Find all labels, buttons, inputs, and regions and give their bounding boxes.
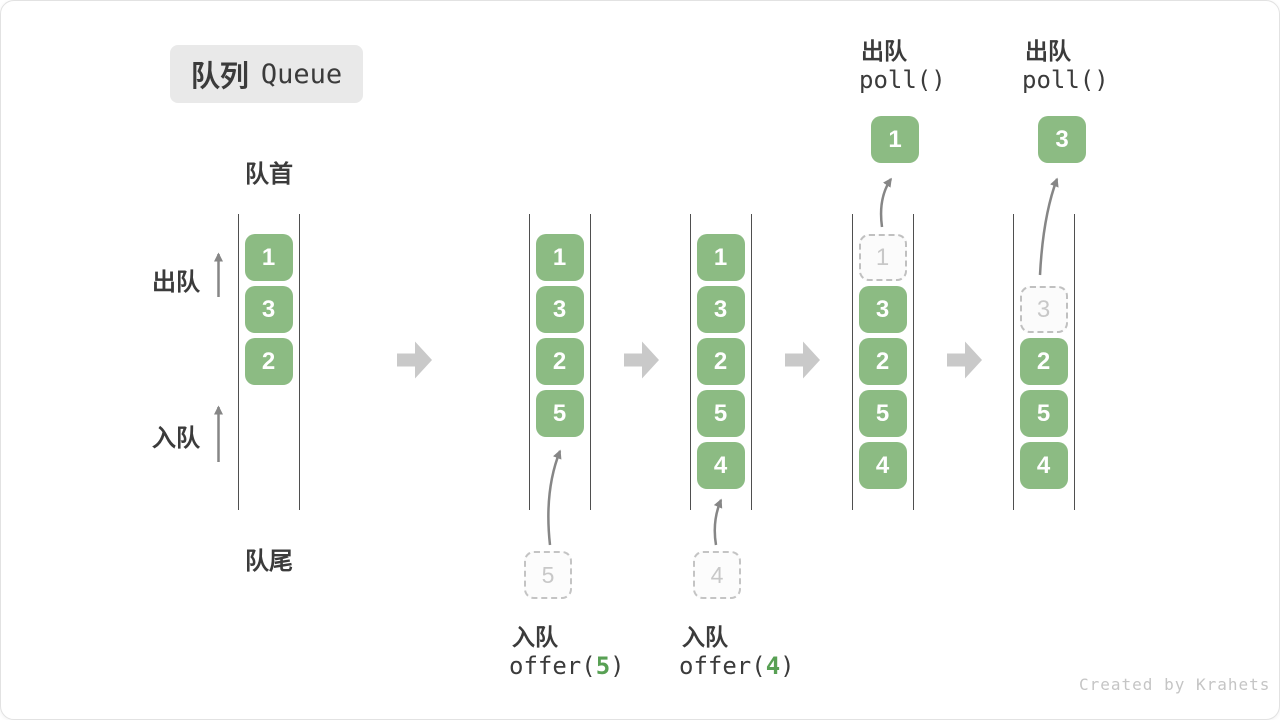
title-zh: 队列 bbox=[190, 61, 249, 93]
queue-state-5: 3 2 5 4 bbox=[1013, 214, 1075, 510]
queue-element: 2 bbox=[858, 338, 907, 385]
offer-code-arg: 4 bbox=[765, 652, 781, 680]
offer-label-zh: 入队 bbox=[682, 624, 728, 650]
queue-element: 1 bbox=[244, 234, 293, 281]
poll-code: poll() bbox=[859, 66, 946, 94]
poll-label-zh: 出队 bbox=[861, 38, 907, 64]
queue-state-4: 1 3 2 5 4 bbox=[852, 214, 914, 510]
queue-element: 2 bbox=[244, 338, 293, 385]
transition-arrow-4 bbox=[947, 341, 982, 379]
queue-element: 4 bbox=[1019, 442, 1068, 489]
removed-element-ghost: 3 bbox=[1019, 286, 1068, 333]
offer-code-prefix: offer( bbox=[509, 652, 596, 680]
queue-state-2: 1 3 2 5 bbox=[529, 214, 591, 510]
poll-label-zh: 出队 bbox=[1025, 38, 1071, 64]
queue-element: 4 bbox=[858, 442, 907, 489]
transition-arrow-2 bbox=[624, 341, 659, 379]
rear-label: 队尾 bbox=[245, 548, 293, 575]
queue-state-1: 1 3 2 bbox=[238, 214, 300, 510]
queue-element: 1 bbox=[696, 234, 745, 281]
title-en: Queue bbox=[260, 58, 343, 90]
queue-element: 5 bbox=[535, 390, 584, 437]
queue-element: 2 bbox=[535, 338, 584, 385]
offer-code: offer(4) bbox=[679, 652, 795, 680]
poll-code: poll() bbox=[1022, 66, 1109, 94]
queue-element: 2 bbox=[696, 338, 745, 385]
queue-element: 5 bbox=[696, 390, 745, 437]
offer-code: offer(5) bbox=[509, 652, 625, 680]
queue-element: 4 bbox=[696, 442, 745, 489]
dequeue-side-label: 出队 bbox=[152, 269, 200, 296]
queue-element: 5 bbox=[1019, 390, 1068, 437]
queue-element: 1 bbox=[535, 234, 584, 281]
incoming-element-ghost: 5 bbox=[524, 551, 572, 599]
polled-element: 3 bbox=[1038, 116, 1086, 163]
queue-element: 3 bbox=[696, 286, 745, 333]
front-label: 队首 bbox=[245, 161, 293, 188]
queue-element: 3 bbox=[535, 286, 584, 333]
enqueue-side-label: 入队 bbox=[152, 425, 200, 452]
title-badge: 队列 Queue bbox=[170, 45, 363, 103]
offer-code-prefix: offer( bbox=[679, 652, 766, 680]
offer-code-suffix: ) bbox=[610, 652, 625, 680]
transition-arrow-1 bbox=[397, 341, 432, 379]
queue-element: 5 bbox=[858, 390, 907, 437]
incoming-element-ghost: 4 bbox=[693, 551, 741, 599]
transition-arrow-3 bbox=[785, 341, 820, 379]
offer-label-zh: 入队 bbox=[512, 624, 558, 650]
offer-code-arg: 5 bbox=[595, 652, 611, 680]
queue-element: 3 bbox=[858, 286, 907, 333]
removed-element-ghost: 1 bbox=[858, 234, 907, 281]
offer-code-suffix: ) bbox=[780, 652, 795, 680]
queue-element: 3 bbox=[244, 286, 293, 333]
polled-element: 1 bbox=[871, 116, 919, 163]
queue-state-3: 1 3 2 5 4 bbox=[690, 214, 752, 510]
queue-element: 2 bbox=[1019, 338, 1068, 385]
watermark: Created by Krahets bbox=[1079, 675, 1271, 694]
